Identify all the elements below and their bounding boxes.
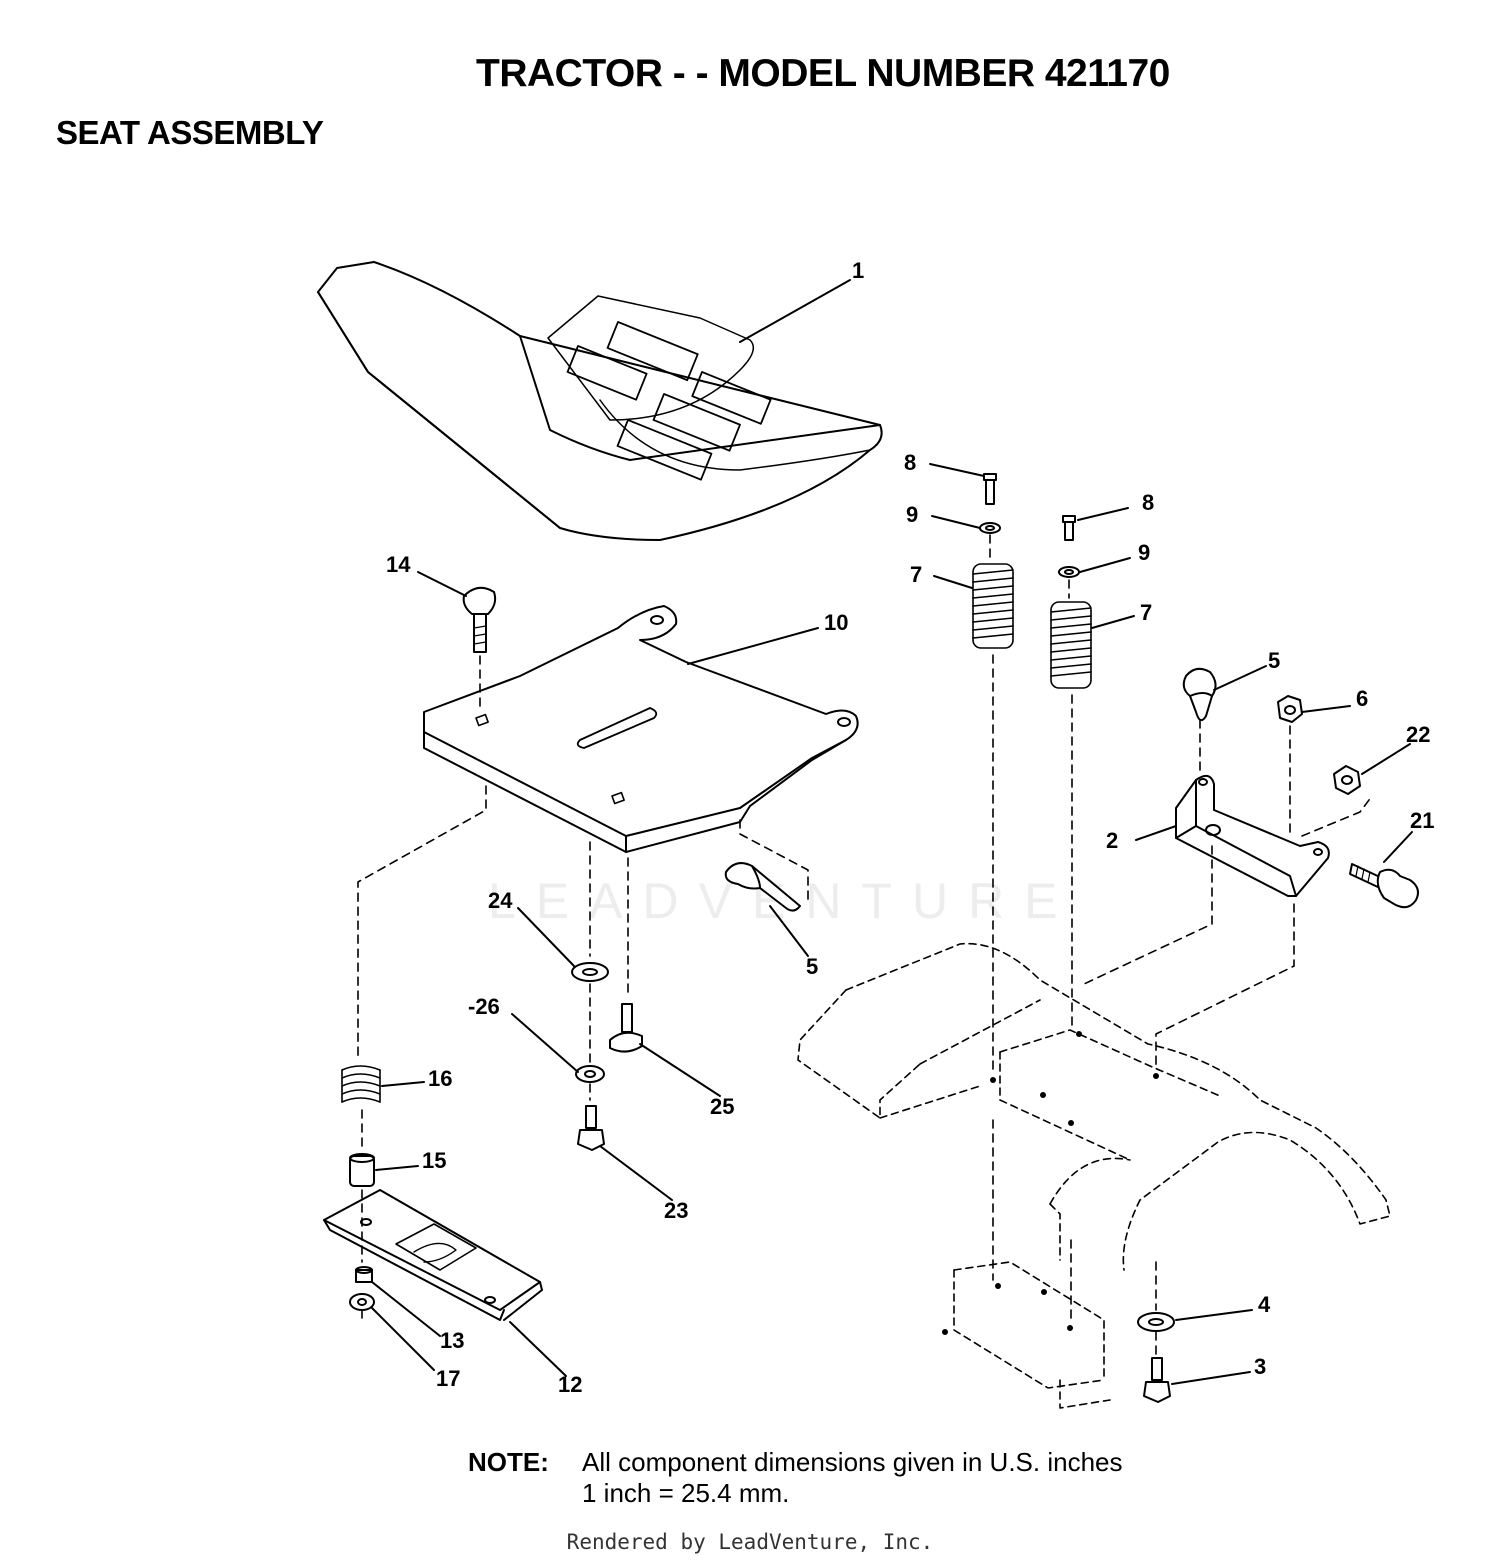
part-seat-clips bbox=[724, 667, 1217, 912]
callout-10: 10 bbox=[824, 610, 848, 635]
section-title: SEAT ASSEMBLY bbox=[56, 114, 324, 151]
part-fender-pan bbox=[797, 942, 1391, 1409]
callout-8a: 8 bbox=[904, 450, 916, 475]
part-seat bbox=[317, 261, 883, 541]
callout-14: 14 bbox=[386, 552, 411, 577]
dimension-note: NOTE: All component dimensions given in U… bbox=[468, 1447, 1123, 1509]
footer-credit: Rendered by LeadVenture, Inc. bbox=[566, 1530, 934, 1554]
part-spring-bolts bbox=[979, 473, 1080, 578]
part-flange-nuts bbox=[1277, 695, 1361, 795]
note-body: All component dimensions given in U.S. i… bbox=[582, 1447, 1123, 1509]
callout-6: 6 bbox=[1356, 686, 1368, 711]
note-line-2: 1 inch = 25.4 mm. bbox=[582, 1478, 790, 1508]
callout-15: 15 bbox=[422, 1148, 446, 1173]
callout-9b: 9 bbox=[1138, 540, 1150, 565]
callout-5b: 5 bbox=[806, 954, 818, 979]
fender-holes bbox=[942, 1031, 1159, 1335]
note-label: NOTE: bbox=[468, 1447, 549, 1477]
callout-5a: 5 bbox=[1268, 648, 1280, 673]
part-springs bbox=[972, 563, 1092, 689]
callout-12: 12 bbox=[558, 1372, 582, 1397]
callout-labels: 1 2 3 4 5 5 6 7 7 8 8 9 9 10 12 13 14 15… bbox=[386, 258, 1434, 1397]
callout-13: 13 bbox=[440, 1328, 464, 1353]
note-line-1: All component dimensions given in U.S. i… bbox=[582, 1447, 1123, 1477]
callout-3: 3 bbox=[1254, 1354, 1266, 1379]
callout-1: 1 bbox=[852, 258, 864, 283]
leader-lines bbox=[371, 279, 1413, 1385]
part-nut-washer bbox=[349, 1266, 375, 1311]
callout-22: 22 bbox=[1406, 722, 1430, 747]
callout-8b: 8 bbox=[1142, 490, 1154, 515]
page-title: TRACTOR - - MODEL NUMBER 421170 bbox=[476, 52, 1170, 95]
callout-16: 16 bbox=[428, 1066, 452, 1091]
part-carriage-bolt bbox=[462, 586, 497, 653]
callout-2: 2 bbox=[1106, 828, 1118, 853]
part-seat-pan bbox=[423, 605, 859, 853]
callout-9a: 9 bbox=[906, 502, 918, 527]
callout-17: 17 bbox=[436, 1366, 460, 1391]
part-washers bbox=[571, 962, 1175, 1332]
part-spring-spacer bbox=[341, 1065, 381, 1187]
assembly-guides bbox=[357, 534, 1373, 1355]
part-screws bbox=[577, 1003, 1171, 1403]
callout-23: 23 bbox=[664, 1198, 688, 1223]
callout-21: 21 bbox=[1410, 808, 1434, 833]
callout-7b: 7 bbox=[1140, 600, 1152, 625]
part-shoulder-bolt bbox=[1349, 863, 1419, 909]
callout-26: -26 bbox=[468, 994, 500, 1019]
part-adjust-plate bbox=[323, 1189, 543, 1321]
callout-24: 24 bbox=[488, 888, 513, 913]
callout-7a: 7 bbox=[910, 562, 922, 587]
callout-4: 4 bbox=[1258, 1292, 1271, 1317]
callout-25: 25 bbox=[710, 1094, 734, 1119]
part-bracket bbox=[1175, 774, 1330, 897]
